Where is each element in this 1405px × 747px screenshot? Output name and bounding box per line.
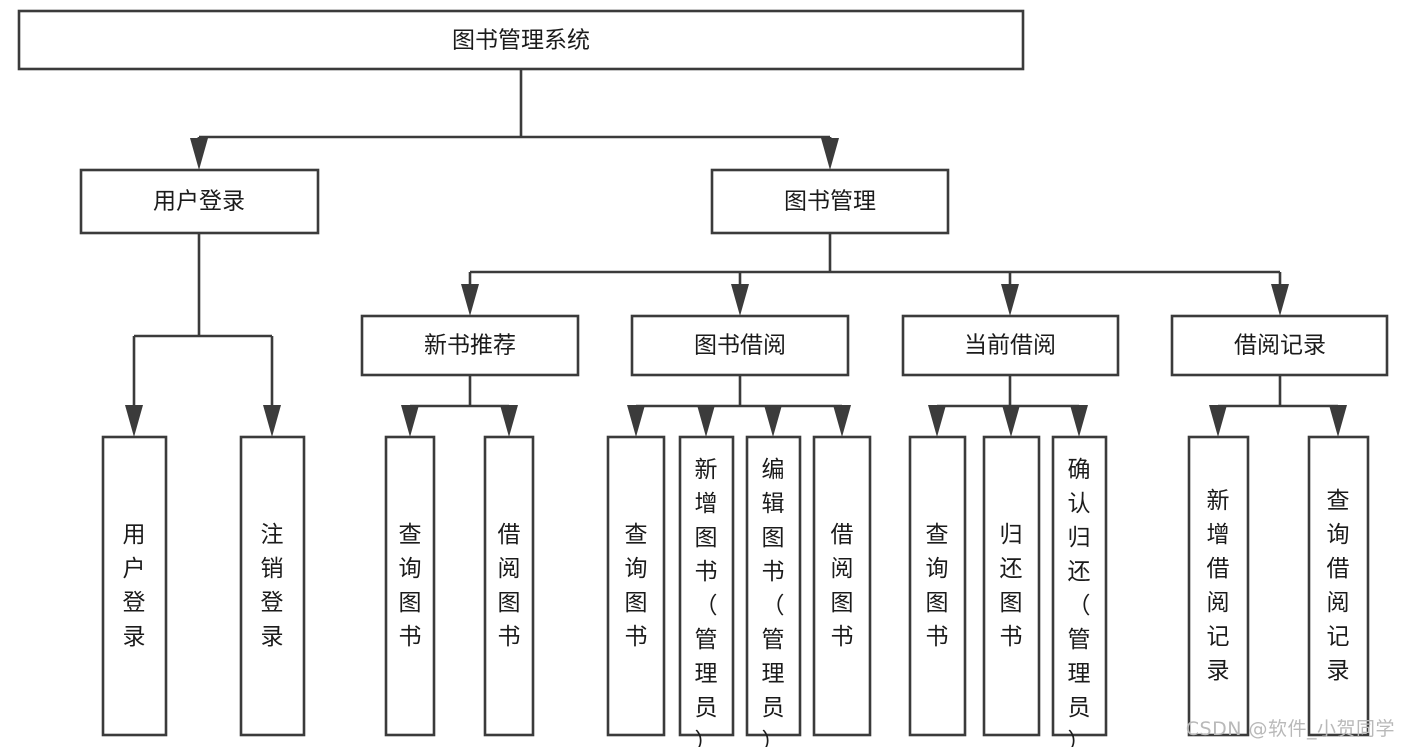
node-current-borrow-label: 当前借阅 (964, 333, 1056, 359)
node-book-borrow-label: 图书借阅 (694, 333, 786, 359)
node-leaf-user-login-box[interactable] (101, 435, 168, 737)
arrow-to-leaf-user-login (125, 405, 143, 437)
node-new-book-recommend[interactable]: 新书推荐 (360, 314, 580, 377)
node-new-book-recommend-box[interactable] (360, 314, 580, 377)
node-leaf-add-borrow-record-label: 新增借阅记录 (1207, 488, 1230, 684)
node-leaf-borrow-book[interactable]: 借阅图书 (812, 435, 872, 737)
arrow-record-leaf-1 (1209, 405, 1227, 437)
node-leaf-query-book-rec-box[interactable] (384, 435, 436, 737)
node-leaf-query-book-borrow[interactable]: 查询图书 (606, 435, 666, 737)
node-leaf-logout[interactable]: 注销登录 (239, 435, 306, 737)
node-leaf-confirm-return-admin-box[interactable] (1051, 435, 1108, 737)
arrow-rec-leaf-2 (500, 405, 518, 437)
node-leaf-edit-book-admin[interactable]: 编辑图书（管理员） (745, 435, 802, 747)
node-leaf-user-login-label: 用户登录 (123, 522, 146, 650)
node-leaf-query-book-borrow-box[interactable] (606, 435, 666, 737)
node-leaf-query-book-borrow-label: 查询图书 (625, 522, 648, 650)
node-leaf-borrow-book-box[interactable] (812, 435, 872, 737)
node-leaf-query-book-rec[interactable]: 查询图书 (384, 435, 436, 737)
node-root-box[interactable] (17, 9, 1025, 71)
node-book-management-label: 图书管理 (784, 189, 876, 215)
arrow-borrow-leaf-2 (697, 405, 715, 437)
node-leaf-query-borrow-record[interactable]: 查询借阅记录 (1307, 435, 1370, 737)
node-leaf-add-book-admin-label: 新增图书（管理员） (695, 457, 718, 747)
node-book-management-box[interactable] (710, 168, 950, 235)
arrow-current-leaf-2 (1002, 405, 1020, 437)
arrow-to-leaf-logout (263, 405, 281, 437)
arrow-to-current-borrow (1001, 284, 1019, 316)
node-leaf-return-book-label: 归还图书 (1000, 522, 1023, 650)
arrow-borrow-leaf-3 (764, 405, 782, 437)
node-current-borrow[interactable]: 当前借阅 (901, 314, 1120, 377)
arrow-to-borrow-record (1271, 284, 1289, 316)
node-book-borrow-box[interactable] (630, 314, 850, 377)
node-leaf-borrow-book-rec-label: 借阅图书 (498, 522, 521, 650)
arrow-current-leaf-1 (928, 405, 946, 437)
node-leaf-confirm-return-admin[interactable]: 确认归还（管理员） (1051, 435, 1108, 747)
node-book-borrow[interactable]: 图书借阅 (630, 314, 850, 377)
node-leaf-query-book-current[interactable]: 查询图书 (908, 435, 967, 737)
node-leaf-return-book[interactable]: 归还图书 (982, 435, 1041, 737)
node-leaf-add-book-admin[interactable]: 新增图书（管理员） (678, 435, 735, 747)
node-leaf-logout-label: 注销登录 (261, 522, 284, 650)
arrow-current-leaf-3 (1070, 405, 1088, 437)
node-book-management[interactable]: 图书管理 (710, 168, 950, 235)
arrow-to-new-book-rec (461, 284, 479, 316)
node-leaf-query-borrow-record-label: 查询借阅记录 (1327, 488, 1350, 684)
node-leaf-add-book-admin-box[interactable] (678, 435, 735, 737)
node-borrow-record[interactable]: 借阅记录 (1170, 314, 1389, 377)
node-borrow-record-box[interactable] (1170, 314, 1389, 377)
node-leaf-edit-book-admin-box[interactable] (745, 435, 802, 737)
arrow-to-book-mgmt (821, 138, 839, 170)
node-leaf-query-book-current-box[interactable] (908, 435, 967, 737)
node-leaf-add-borrow-record-box[interactable] (1187, 435, 1250, 737)
arrow-record-leaf-2 (1329, 405, 1347, 437)
node-leaf-borrow-book-rec[interactable]: 借阅图书 (483, 435, 535, 737)
node-user-login[interactable]: 用户登录 (79, 168, 320, 235)
node-leaf-confirm-return-admin-label: 确认归还（管理员） (1068, 457, 1091, 747)
arrow-borrow-leaf-1 (627, 405, 645, 437)
arrow-borrow-leaf-4 (833, 405, 851, 437)
arrow-to-book-borrow (731, 284, 749, 316)
node-leaf-query-book-current-label: 查询图书 (926, 522, 949, 650)
node-user-login-label: 用户登录 (153, 189, 245, 215)
node-current-borrow-box[interactable] (901, 314, 1120, 377)
node-leaf-query-book-rec-label: 查询图书 (399, 522, 422, 650)
node-leaf-query-borrow-record-box[interactable] (1307, 435, 1370, 737)
node-leaf-borrow-book-rec-box[interactable] (483, 435, 535, 737)
connector-layer (125, 69, 1347, 437)
node-leaf-edit-book-admin-label: 编辑图书（管理员） (762, 457, 785, 747)
node-leaf-user-login[interactable]: 用户登录 (101, 435, 168, 737)
node-new-book-recommend-label: 新书推荐 (424, 333, 516, 359)
arrow-to-user-login (190, 138, 208, 170)
node-user-login-box[interactable] (79, 168, 320, 235)
node-leaf-borrow-book-label: 借阅图书 (831, 522, 854, 650)
node-leaf-return-book-box[interactable] (982, 435, 1041, 737)
node-leaf-add-borrow-record[interactable]: 新增借阅记录 (1187, 435, 1250, 737)
node-leaf-logout-box[interactable] (239, 435, 306, 737)
node-root-label: 图书管理系统 (452, 28, 590, 54)
arrow-rec-leaf-1 (401, 405, 419, 437)
node-borrow-record-label: 借阅记录 (1234, 333, 1326, 359)
node-root[interactable]: 图书管理系统 (17, 9, 1025, 71)
